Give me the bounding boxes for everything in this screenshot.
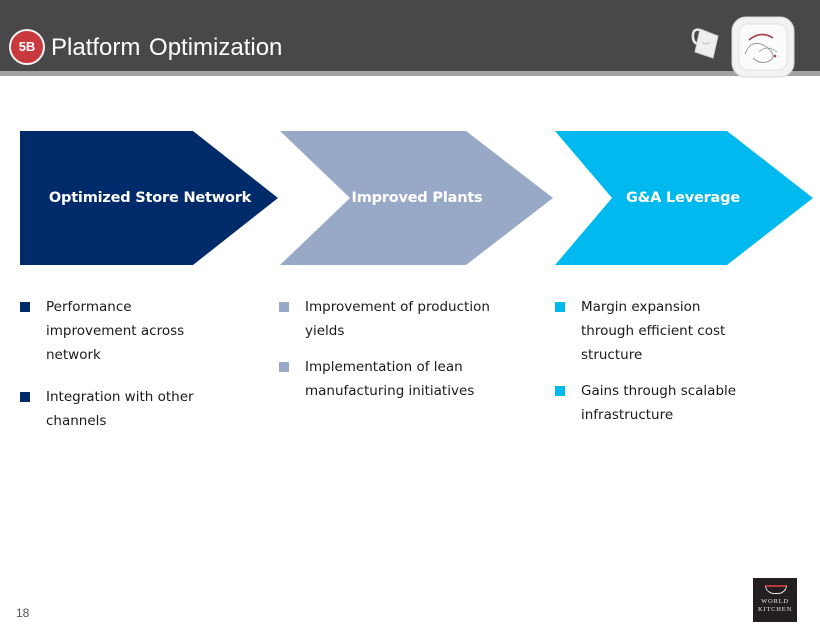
logo-line-1: WORLD (761, 598, 789, 605)
arrow-label-improved-plants: Improved Plants (351, 190, 483, 206)
bullet-text: Integration with other channels (46, 389, 194, 429)
bullet-text: Gains through scalable infrastructure (581, 383, 737, 423)
world-kitchen-logo: WORLD KITCHEN (753, 578, 797, 622)
bullet-square-icon (555, 302, 565, 312)
bullet-square-icon (279, 302, 289, 312)
bullet-square-icon (20, 392, 30, 402)
bullet-item: Margin expansion through efficient cost … (555, 295, 755, 367)
column-store-network: Performance improvement across network I… (20, 295, 210, 445)
bullet-square-icon (20, 302, 30, 312)
bowl-icon (765, 585, 787, 594)
bullet-item: Implementation of lean manufacturing ini… (279, 355, 519, 403)
page-title: Platform Optimization (51, 34, 283, 61)
mug-icon (691, 28, 719, 59)
column-ga-leverage: Margin expansion through efficient cost … (555, 295, 755, 439)
bullet-square-icon (279, 362, 289, 372)
bullet-item: Gains through scalable infrastructure (555, 379, 755, 427)
plate-icon (731, 16, 795, 78)
logo-line-2: KITCHEN (757, 606, 793, 613)
arrow-label-ga-leverage: G&A Leverage (626, 190, 740, 206)
bullet-item: Performance improvement across network (20, 295, 210, 367)
bullet-text: Implementation of lean manufacturing ini… (305, 359, 475, 399)
column-improved-plants: Improvement of production yields Impleme… (279, 295, 519, 415)
page-number: 18 (16, 606, 30, 620)
bullet-item: Integration with other channels (20, 385, 210, 433)
bullet-item: Improvement of production yields (279, 295, 519, 343)
header-bar (0, 0, 820, 71)
bullet-text: Margin expansion through efficient cost … (581, 299, 726, 363)
bullet-text: Improvement of production yields (305, 299, 490, 339)
bullet-text: Performance improvement across network (46, 299, 185, 363)
section-badge: 5B (9, 29, 45, 65)
bullet-square-icon (555, 386, 565, 396)
arrow-label-optimized-store-network: Optimized Store Network (48, 190, 252, 206)
header-stripe (0, 71, 820, 76)
